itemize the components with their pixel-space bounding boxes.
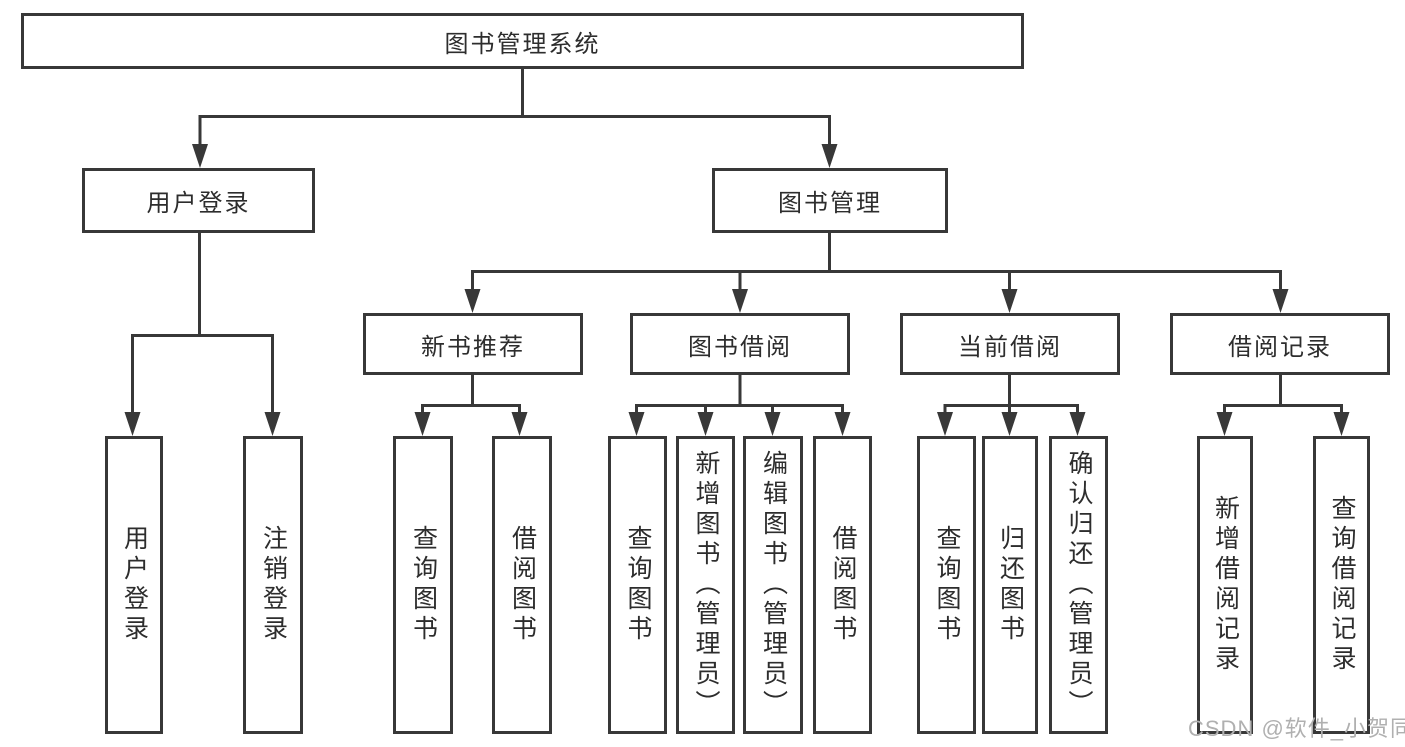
node-borrow-record: 借阅记录 xyxy=(1170,313,1390,375)
node-book-management: 图书管理 xyxy=(712,168,948,233)
leaf-query-book-2: 查询图书 xyxy=(608,436,667,734)
node-book-borrow: 图书借阅 xyxy=(630,313,850,375)
leaf-return-book: 归还图书 xyxy=(982,436,1038,734)
leaf-borrow-book-1: 借阅图书 xyxy=(492,436,552,734)
leaf-borrow-book-2: 借阅图书 xyxy=(813,436,872,734)
leaf-query-book-3: 查询图书 xyxy=(917,436,976,734)
leaf-logout: 注销登录 xyxy=(243,436,303,734)
node-user-login: 用户登录 xyxy=(82,168,315,233)
leaf-query-book-1: 查询图书 xyxy=(393,436,453,734)
node-current-borrow: 当前借阅 xyxy=(900,313,1120,375)
leaf-user-login: 用户登录 xyxy=(105,436,163,734)
node-root: 图书管理系统 xyxy=(21,13,1024,69)
node-new-book-recommend: 新书推荐 xyxy=(363,313,583,375)
leaf-add-borrow-record: 新增借阅记录 xyxy=(1197,436,1253,734)
leaf-query-borrow-record: 查询借阅记录 xyxy=(1313,436,1370,734)
leaf-edit-book-admin: 编辑图书（管理员） xyxy=(743,436,803,734)
leaf-add-book-admin: 新增图书（管理员） xyxy=(676,436,735,734)
csdn-watermark: CSDN @软件_小贺同学 xyxy=(1188,716,1405,741)
leaf-confirm-return-admin: 确认归还（管理员） xyxy=(1049,436,1108,734)
